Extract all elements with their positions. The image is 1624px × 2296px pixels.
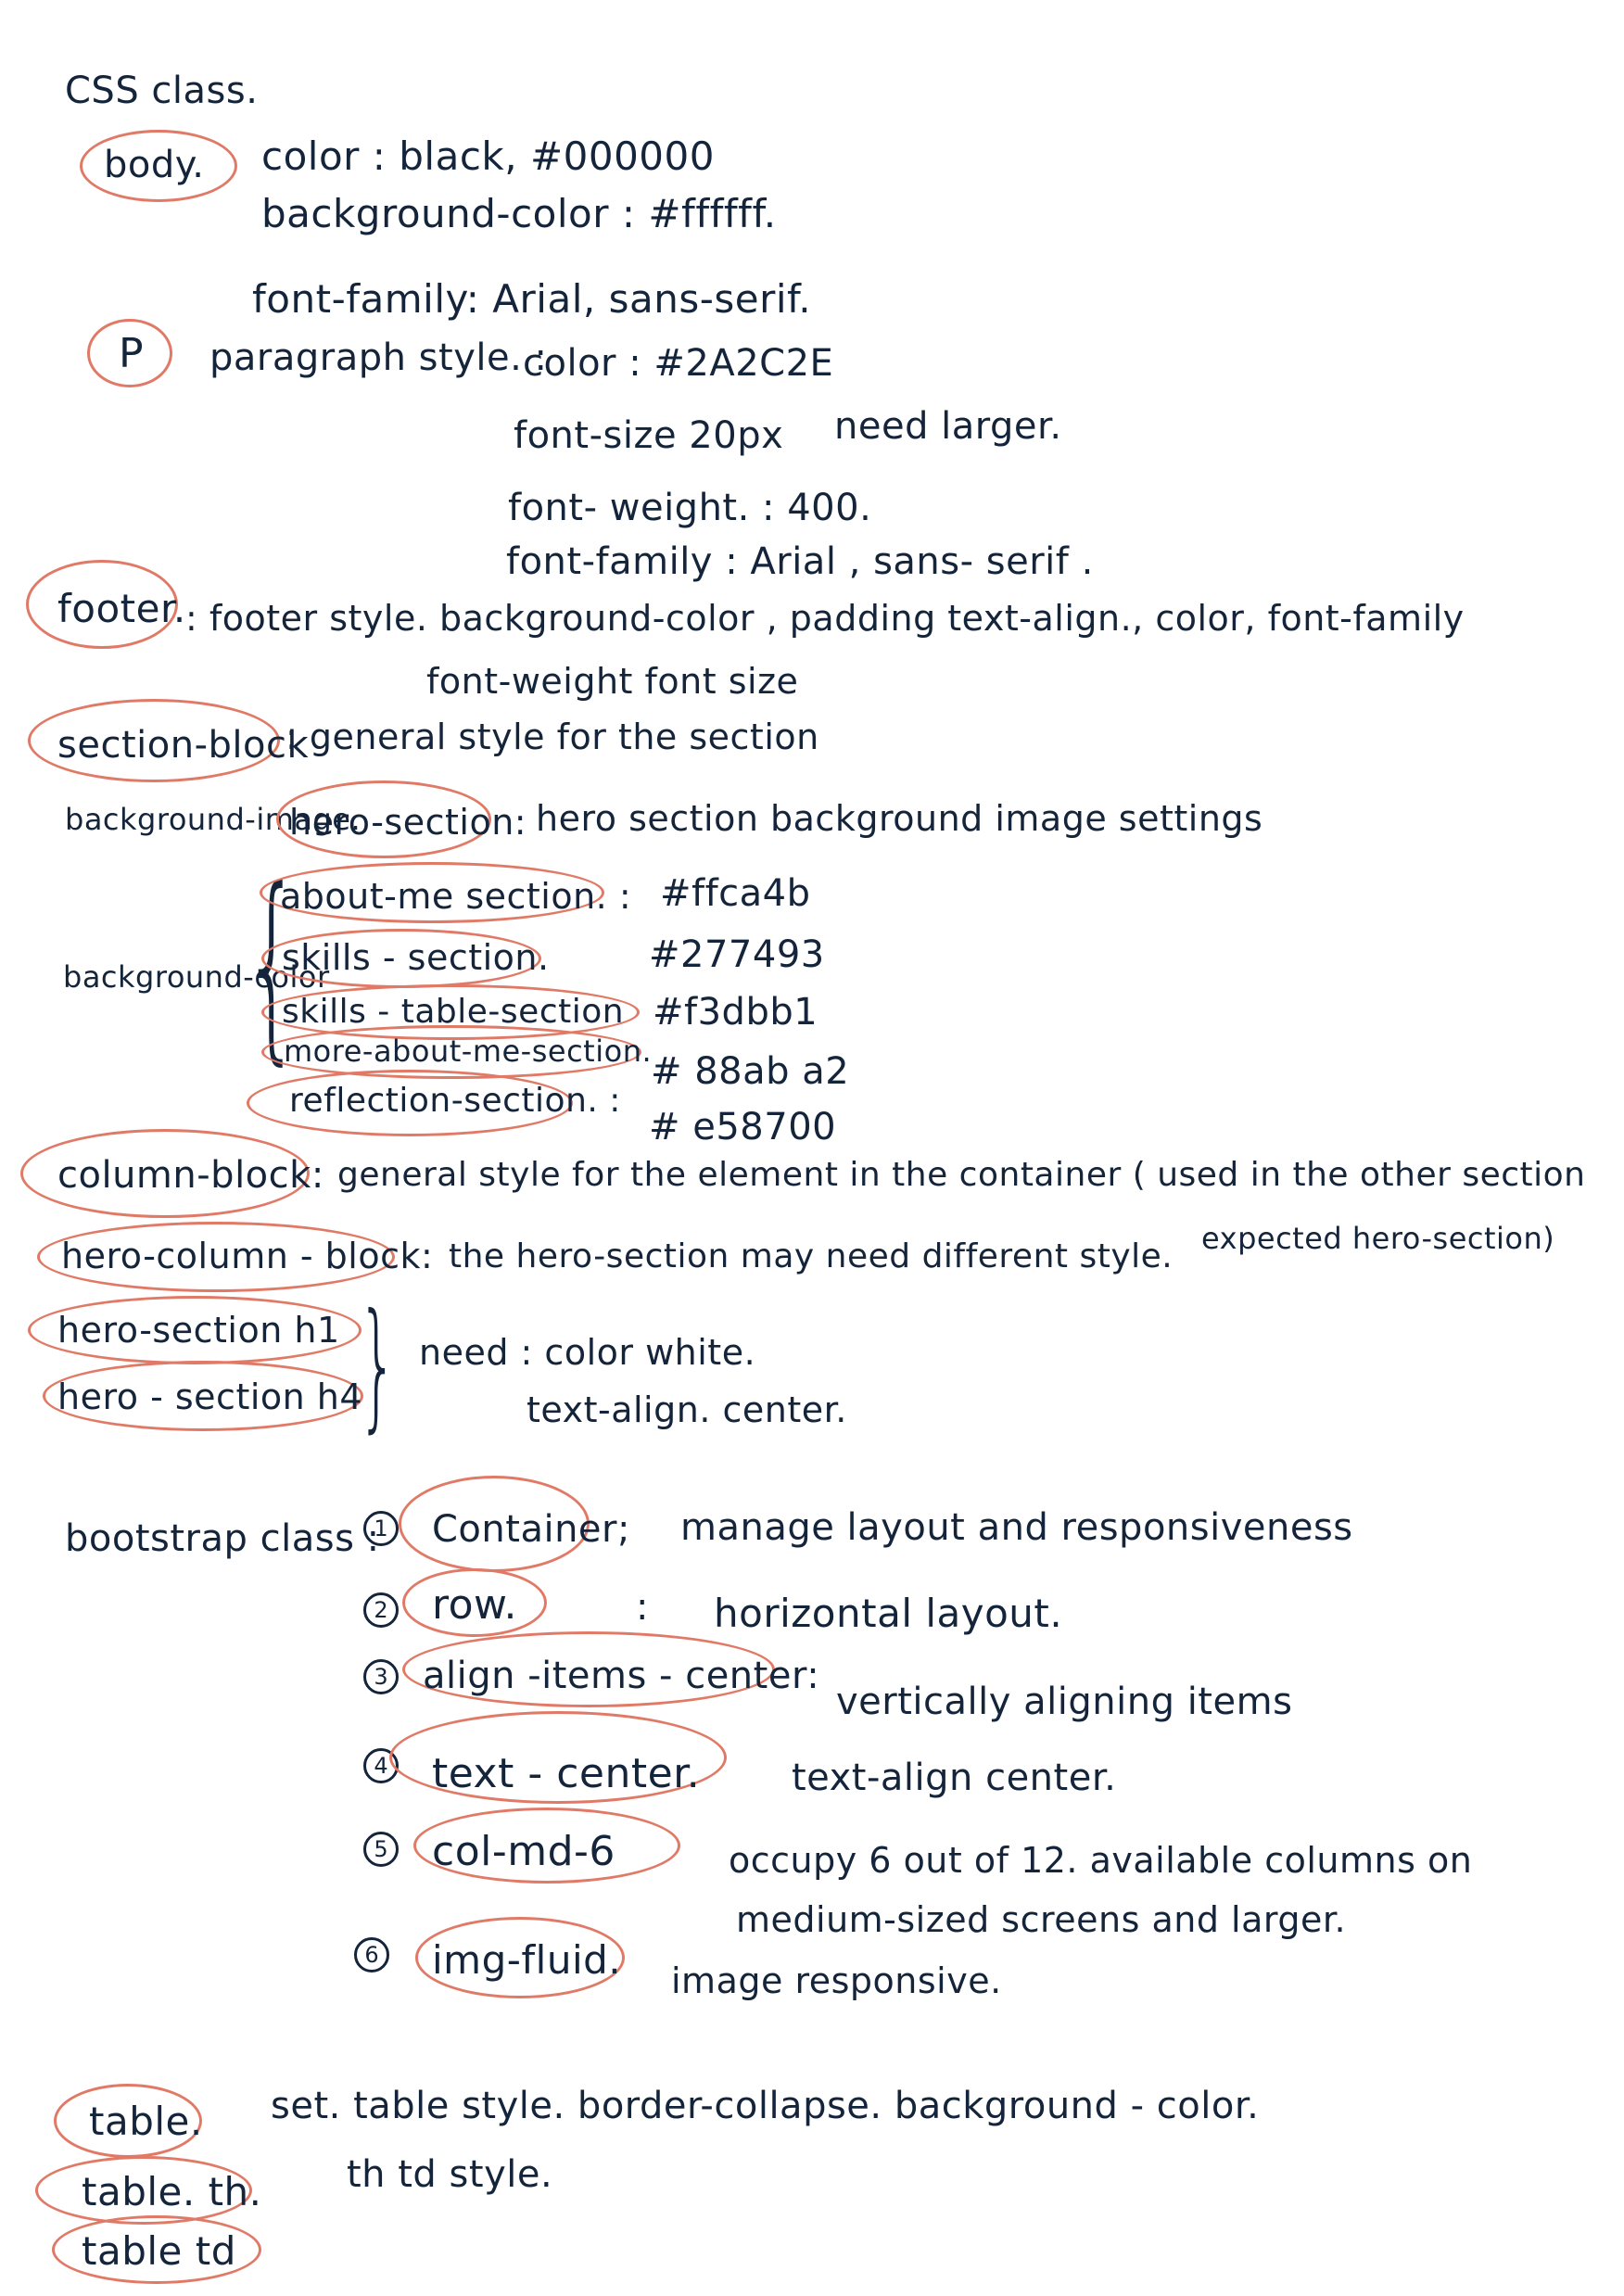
row-key: row. xyxy=(432,1581,517,1629)
container-key: Container; xyxy=(432,1508,630,1551)
col-md-6-desc-2: medium-sized screens and larger. xyxy=(736,1899,1347,1940)
p-font-family: font-family : Arial , sans- serif . xyxy=(506,540,1094,583)
about-me-key: about-me section. : xyxy=(280,876,632,917)
skills-key: skills - section. xyxy=(282,937,550,978)
body-ring xyxy=(80,130,237,202)
body-line-1: color : black, #000000 xyxy=(261,133,715,179)
footer-text: : footer style. background-color , paddi… xyxy=(185,598,1465,639)
bootstrap-label: bootstrap class : xyxy=(65,1517,380,1560)
container-desc: manage layout and responsiveness xyxy=(680,1506,1353,1549)
hero-section-key: hero-section: xyxy=(289,802,527,843)
hero-h4-ring xyxy=(43,1361,363,1431)
skills-table-color: #f3dbb1 xyxy=(653,991,818,1034)
row-sep: : xyxy=(636,1586,649,1629)
bootstrap-num-5: 5 xyxy=(363,1832,399,1867)
column-block-key: column-block: xyxy=(57,1154,324,1197)
column-block-text: general style for the element in the con… xyxy=(337,1156,1586,1194)
body-key: body. xyxy=(104,144,205,186)
table-key: table. xyxy=(89,2099,203,2144)
align-items-key: align -items - center: xyxy=(423,1655,820,1697)
hero-h4-key: hero - section h4 xyxy=(57,1376,363,1417)
p-font-weight: font- weight. : 400. xyxy=(508,487,872,529)
skills-color: #277493 xyxy=(649,933,825,976)
table-th-key: table. th. xyxy=(82,2169,262,2214)
img-fluid-ring xyxy=(415,1917,625,1998)
hero-h-brace: } xyxy=(358,1285,398,1446)
p-need-larger: need larger. xyxy=(834,405,1062,448)
table-line-2: th td style. xyxy=(347,2153,553,2196)
footer-text-2: font-weight font size xyxy=(426,661,799,702)
bootstrap-num-1: 1 xyxy=(363,1511,399,1546)
p-color: color : #2A2C2E xyxy=(523,342,834,385)
img-fluid-desc: image responsive. xyxy=(671,1960,1002,2001)
about-me-ring xyxy=(260,862,604,923)
col-md-6-key: col-md-6 xyxy=(432,1828,615,1875)
img-fluid-key: img-fluid. xyxy=(432,1937,622,1983)
align-items-desc: vertically aligning items xyxy=(836,1681,1293,1723)
hero-h-need: need : color white. xyxy=(419,1332,756,1373)
p-label: paragraph style. : xyxy=(209,336,548,379)
col-md-6-ring xyxy=(413,1808,680,1884)
p-ring xyxy=(87,319,172,387)
p-font-size: font-size 20px xyxy=(514,414,784,457)
text-center-desc: text-align center. xyxy=(792,1757,1117,1799)
about-me-color: #ffca4b xyxy=(660,872,811,915)
body-line-2: background-color : #ffffff. xyxy=(261,191,777,236)
p-key: P xyxy=(119,330,145,377)
skills-table-key: skills - table-section xyxy=(282,993,625,1031)
align-items-ring xyxy=(402,1631,775,1707)
hero-section-ring xyxy=(276,780,491,858)
footer-ring xyxy=(26,560,178,649)
footer-key: footer. xyxy=(57,586,186,631)
bootstrap-num-2: 2 xyxy=(363,1592,399,1628)
reflection-key: reflection-section. : xyxy=(289,1082,621,1120)
text-center-ring xyxy=(389,1711,727,1804)
bootstrap-num-6: 6 xyxy=(354,1937,389,1973)
column-block-note: expected hero-section) xyxy=(1201,1221,1555,1256)
section-block-key: section-block xyxy=(57,724,310,767)
hero-column-block-key: hero-column - block: xyxy=(61,1236,434,1276)
hero-column-block-ring xyxy=(37,1222,395,1292)
section-block-ring xyxy=(28,699,280,782)
hero-section-text: hero section background image settings xyxy=(536,798,1263,839)
row-desc: horizontal layout. xyxy=(714,1591,1063,1636)
more-about-me-color: # 88ab a2 xyxy=(651,1050,850,1093)
section-block-text: : general style for the section xyxy=(285,717,819,757)
reflection-ring xyxy=(247,1070,573,1136)
bootstrap-num-3: 3 xyxy=(363,1659,399,1694)
hero-h-align: text-align. center. xyxy=(527,1389,847,1430)
table-td-key: table td xyxy=(82,2228,236,2274)
column-block-ring xyxy=(20,1129,310,1218)
body-line-3: font-family: Arial, sans-serif. xyxy=(252,276,812,322)
row-ring xyxy=(402,1568,547,1637)
more-about-me-key: more-about-me-section. xyxy=(284,1034,653,1069)
text-center-key: text - center. xyxy=(432,1750,701,1797)
hero-h1-key: hero-section h1 xyxy=(57,1310,340,1351)
reflection-color: # e58700 xyxy=(649,1106,837,1148)
hero-column-block-text: the hero-section may need different styl… xyxy=(449,1237,1174,1275)
col-md-6-desc: occupy 6 out of 12. available columns on xyxy=(729,1840,1473,1881)
table-td-ring xyxy=(52,2215,261,2284)
table-line-1: set. table style. border-collapse. backg… xyxy=(271,2085,1260,2127)
page-title: CSS class. xyxy=(65,70,259,112)
